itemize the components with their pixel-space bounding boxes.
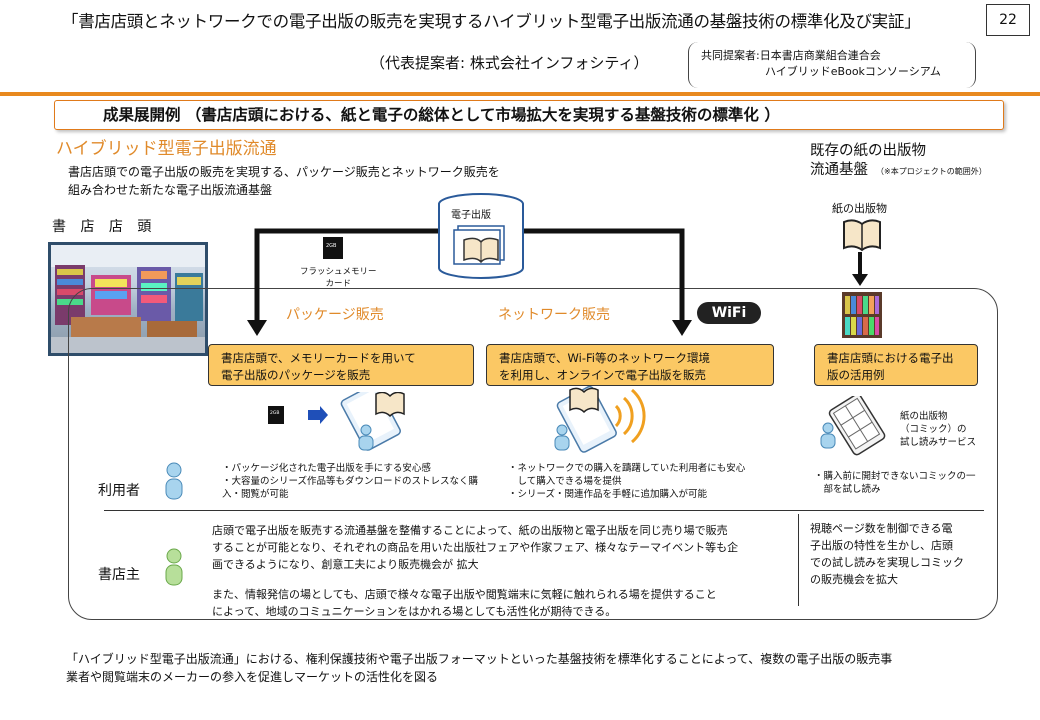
bullet-line: 入・閲覧が可能 bbox=[222, 489, 289, 500]
paragraph-line: 画できるようになり、創意工夫により販売機会が 拡大 bbox=[212, 558, 479, 571]
svg-text:2GB: 2GB bbox=[326, 243, 337, 249]
bullet-line: ・購入前に開封できないコミックの一 bbox=[814, 471, 976, 482]
paragraph-line: 子出版の特性を生かし、店頭 bbox=[810, 539, 953, 552]
network-sales-title: ネットワーク販売 bbox=[498, 307, 610, 323]
row-divider bbox=[104, 510, 984, 511]
paragraph-line: することが可能となり、それぞれの商品を用いた出版社フェアや作家フェア、様々なテー… bbox=[212, 541, 739, 554]
package-sales-title: パッケージ販売 bbox=[286, 307, 384, 323]
bullet-line: ・ネットワークでの購入を躊躇していた利用者にも安心 bbox=[508, 463, 746, 474]
owner-paragraph-2: また、情報発信の場としても、店頭で様々な電子出版や閲覧端末に気軽に触れられる場を… bbox=[212, 586, 717, 620]
paragraph-line: また、情報発信の場としても、店頭で様々な電子出版や閲覧端末に気軽に触れられる場を… bbox=[212, 588, 717, 601]
bullet-line: ・大容量のシリーズ作品等もダウンロードのストレスなく購 bbox=[222, 476, 479, 487]
store-user-benefits: ・購入前に開封できないコミックの一 部を試し読み bbox=[814, 470, 976, 496]
bullet-line: ・パッケージ化された電子出版を手にする安心感 bbox=[222, 463, 431, 474]
footer-line: 「ハイブリッド型電子出版流通」における、権利保護技術や電子出版フォーマットといっ… bbox=[66, 652, 893, 666]
existing-distribution-title: 既存の紙の出版物 流通基盤 （※本プロジェクトの範囲外） bbox=[810, 142, 987, 181]
scope-note: （※本プロジェクトの範囲外） bbox=[876, 167, 987, 176]
user-role-label: 利用者 bbox=[98, 483, 140, 499]
existing-line: 流通基盤 bbox=[810, 162, 868, 178]
co-proposer-line: 共同提案者:日本書店商業組合連合会 bbox=[701, 49, 881, 62]
header-divider bbox=[0, 92, 1040, 96]
distribution-frame bbox=[68, 288, 998, 620]
wifi-logo: WiFi bbox=[697, 302, 761, 324]
paragraph-line: によって、地域のコミュニケーションをはかれる場としても活性化が期待できる。 bbox=[212, 605, 617, 618]
package-device-illustration: 2GB bbox=[268, 392, 405, 451]
comic-device-illustration bbox=[820, 396, 886, 456]
paragraph-line: での試し読みを実現しコミック bbox=[810, 556, 964, 569]
bullet-line: 部を試し読み bbox=[814, 484, 881, 495]
hybrid-description: 書店店頭での電子出版の販売を実現する、パッケージ販売とネットワーク販売を 組み合… bbox=[68, 163, 500, 199]
desc-line: 書店店頭での電子出版の販売を実現する、パッケージ販売とネットワーク販売を bbox=[68, 165, 500, 179]
box-line: を利用し、オンラインで電子出版を販売 bbox=[499, 368, 706, 382]
box-line: 電子出版のパッケージを販売 bbox=[221, 368, 371, 382]
user-person-icon bbox=[165, 462, 183, 500]
paper-publication-label: 紙の出版物 bbox=[832, 202, 887, 215]
flash-label-line: カード bbox=[325, 279, 352, 289]
memory-card-icon: 2GB bbox=[323, 237, 343, 259]
bullet-line: して購入できる場を提供 bbox=[508, 476, 622, 487]
cylinder-label: 電子出版 bbox=[451, 210, 491, 221]
note-line: 試し読みサービス bbox=[900, 437, 977, 448]
note-line: 紙の出版物 bbox=[900, 411, 948, 422]
note-line: （コミック）の bbox=[900, 424, 967, 435]
box-line: 版の活用例 bbox=[827, 368, 885, 382]
paragraph-line: の販売機会を拡大 bbox=[810, 573, 898, 586]
bookstore-photo bbox=[48, 242, 208, 356]
paper-book-icon bbox=[843, 219, 881, 252]
paragraph-line: 店頭で電子出版を販売する流通基盤を整備することによって、紙の出版物と電子出版を同… bbox=[212, 524, 728, 537]
flash-label-line: フラッシュメモリー bbox=[300, 267, 377, 277]
desc-line: 組み合わせた新たな電子出版流通基盤 bbox=[68, 183, 273, 197]
owner-role-label: 書店主 bbox=[98, 567, 140, 583]
flash-card-label: フラッシュメモリー カード bbox=[300, 266, 377, 290]
owner-paragraph-1: 店頭で電子出版を販売する流通基盤を整備することによって、紙の出版物と電子出版を同… bbox=[212, 522, 738, 573]
co-proposers: 共同提案者:日本書店商業組合連合会 ハイブリッドeBookコンソーシアム bbox=[688, 42, 976, 88]
box-line: 書店店頭で、Wi-Fi等のネットワーク環境 bbox=[499, 351, 710, 365]
trial-reading-note: 紙の出版物 （コミック）の 試し読みサービス bbox=[900, 410, 976, 449]
network-device-illustration bbox=[554, 385, 646, 453]
bookshelf-icon bbox=[842, 292, 882, 338]
lead-proposer: （代表提案者: 株式会社インフォシティ） bbox=[370, 54, 649, 72]
owner-person-icon bbox=[165, 548, 183, 586]
paragraph-line: 視聴ページ数を制御できる電 bbox=[810, 522, 953, 535]
co-proposer-line: ハイブリッドeBookコンソーシアム bbox=[765, 65, 941, 78]
page-number: 22 bbox=[986, 4, 1030, 36]
footer-summary: 「ハイブリッド型電子出版流通」における、権利保護技術や電子出版フォーマットといっ… bbox=[66, 650, 892, 686]
box-line: 書店店頭で、メモリーカードを用いて bbox=[221, 351, 416, 365]
existing-line: 既存の紙の出版物 bbox=[810, 143, 926, 159]
package-sales-box: 書店店頭で、メモリーカードを用いて 電子出版のパッケージを販売 bbox=[208, 344, 474, 386]
network-sales-box: 書店店頭で、Wi-Fi等のネットワーク環境 を利用し、オンラインで電子出版を販売 bbox=[486, 344, 774, 386]
bullet-line: ・シリーズ・関連作品を手軽に追加購入が可能 bbox=[508, 489, 708, 500]
page-title: 「書店店頭とネットワークでの電子出版の販売を実現するハイブリット型電子出版流通の… bbox=[62, 12, 921, 31]
store-front-label: 書 店 店 頭 bbox=[52, 219, 157, 235]
ebook-server-icon bbox=[438, 193, 524, 279]
results-banner: 成果展開例 （書店店頭における、紙と電子の総体として市場拡大を実現する基盤技術の… bbox=[54, 100, 1004, 130]
owner-store-benefit: 視聴ページ数を制御できる電 子出版の特性を生かし、店頭 での試し読みを実現しコミ… bbox=[810, 520, 964, 588]
network-user-benefits: ・ネットワークでの購入を躊躇していた利用者にも安心 して購入できる場を提供 ・シ… bbox=[508, 462, 745, 501]
svg-text:2GB: 2GB bbox=[270, 410, 279, 416]
box-line: 書店店頭における電子出 bbox=[827, 351, 954, 365]
hybrid-title: ハイブリッド型電子出版流通 bbox=[56, 139, 277, 159]
store-usage-box: 書店店頭における電子出 版の活用例 bbox=[814, 344, 978, 386]
footer-line: 業者や閲覧端末のメーカーの参入を促進しマーケットの活性化を図る bbox=[66, 670, 439, 684]
package-user-benefits: ・パッケージ化された電子出版を手にする安心感 ・大容量のシリーズ作品等もダウンロ… bbox=[222, 462, 478, 501]
column-divider bbox=[798, 514, 799, 606]
